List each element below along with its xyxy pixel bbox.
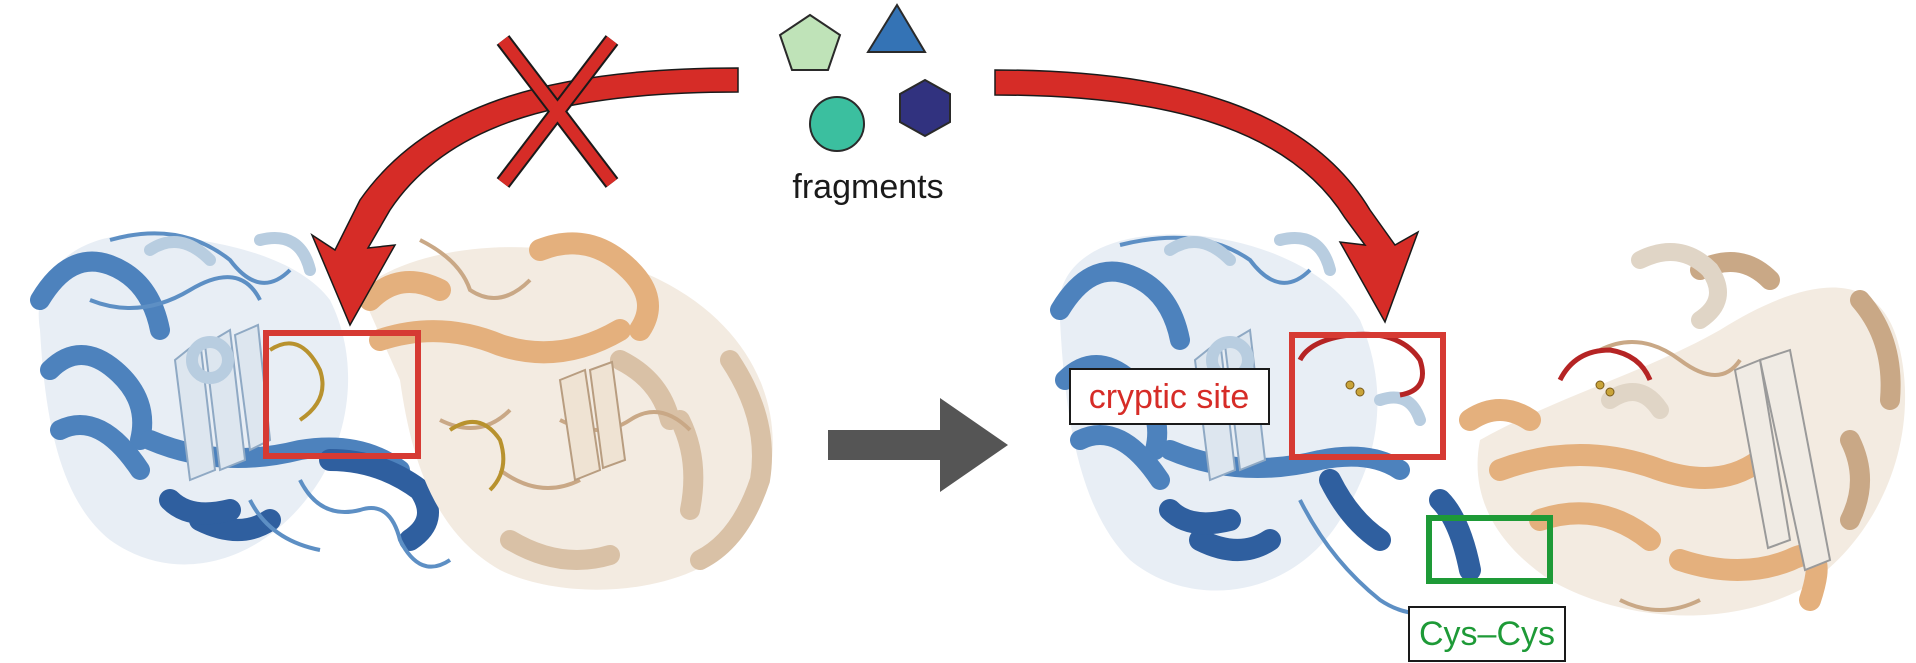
fragments-label: fragments [792,168,943,206]
right-arrow-icon [828,398,1008,492]
circle-fragment-icon [809,96,865,152]
x-mark-icon [496,35,619,188]
protein-left [30,231,773,590]
pentagon-fragment-icon [778,13,842,71]
protein-right [1050,232,1906,616]
cryptic-site-box [1289,332,1446,460]
cys-cys-label-box: Cys–Cys [1408,606,1566,662]
cryptic-site-label: cryptic site [1089,378,1250,416]
cys-cys-label: Cys–Cys [1419,615,1555,653]
cys-cys-box [1426,515,1553,584]
triangle-fragment-icon [866,3,927,53]
hexagon-fragment-icon [899,78,951,138]
left-fragment-arrow [310,67,739,327]
right-fragment-arrow [994,69,1420,324]
fragments-group: fragments [778,3,951,206]
left-site-box [263,330,421,459]
cryptic-site-label-box: cryptic site [1069,368,1270,425]
